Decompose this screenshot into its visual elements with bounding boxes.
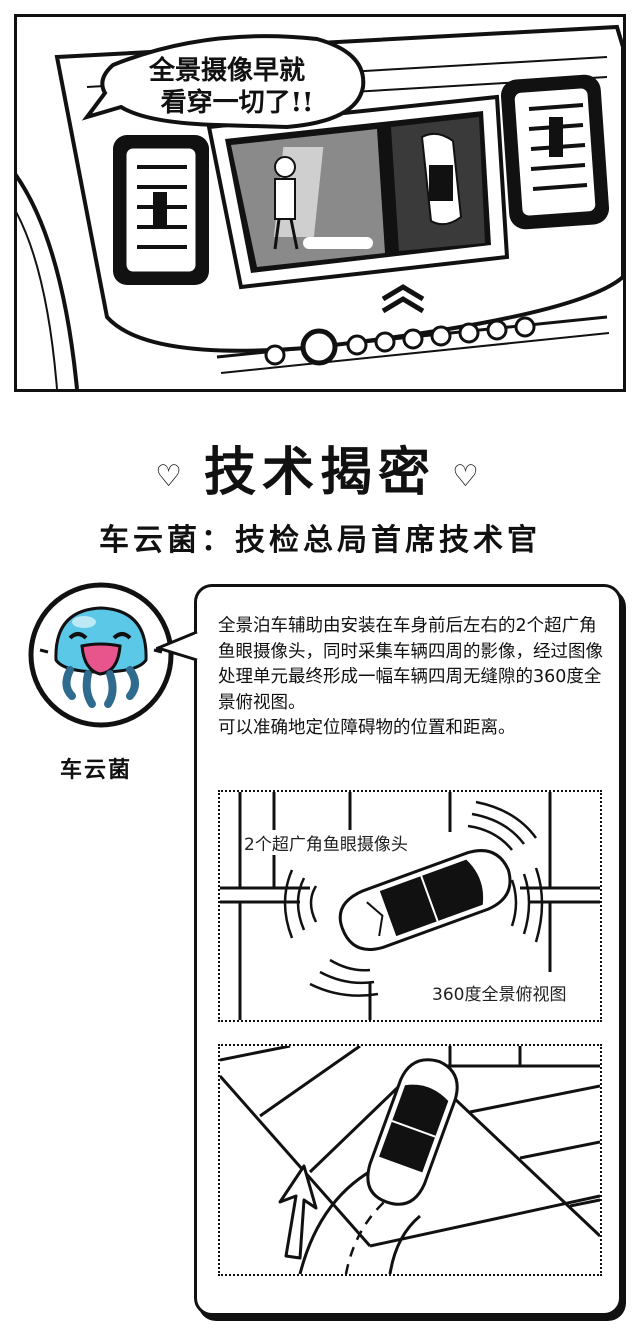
explanation-text: 全景泊车辅助由安装在车身前后左右的2个超广角鱼眼摄像头，同时采集车辆四周的影像，… — [218, 614, 610, 742]
top-view-screen — [391, 117, 485, 251]
comic-panel-dashboard: 全景摄像早就 看穿一切了!! — [14, 14, 626, 392]
mascot-name: 车云菌 — [59, 757, 132, 783]
camera-wave-lines — [283, 800, 544, 997]
label-cameras: 2个超广角鱼眼摄像头 — [242, 830, 410, 855]
control-buttons — [264, 316, 536, 366]
direction-arrow-icon — [278, 1164, 318, 1260]
diagram-top-view-cameras: 2个超广角鱼眼摄像头 360度全景俯视图 — [218, 790, 602, 1022]
label-360-view: 360度全景俯视图 — [430, 980, 569, 1005]
car-top-view — [338, 849, 512, 951]
left-air-vent — [113, 135, 209, 285]
right-air-vent — [500, 74, 610, 230]
bubble-tail — [156, 630, 200, 662]
speech-line-2: 看穿一切了!! — [161, 87, 314, 118]
dashboard-illustration: 全景摄像早就 看穿一切了!! — [17, 24, 623, 389]
parking-illustration-1 — [220, 792, 600, 1020]
heart-icon-right: ♡ — [452, 459, 485, 494]
diagram-parking-maneuver — [218, 1044, 602, 1276]
camera-view-screen — [231, 129, 385, 267]
section-title-text: 技术揭密 — [203, 442, 436, 503]
section-byline: 车云菌：技检总局首席技术官 — [99, 523, 541, 558]
jellyfish-mascot-icon — [28, 582, 174, 728]
explanation-paragraph-2: 可以准确地定位障碍物的位置和距离。 — [218, 718, 516, 738]
parking-illustration-2 — [220, 1046, 600, 1274]
mascot-avatar — [26, 580, 176, 730]
car-parking — [366, 1058, 459, 1206]
section-title: ♡ 技术揭密 ♡ — [0, 430, 640, 505]
speech-line-1: 全景摄像早就 — [148, 55, 305, 86]
heart-icon-left: ♡ — [155, 459, 188, 494]
explanation-paragraph-1: 全景泊车辅助由安装在车身前后左右的2个超广角鱼眼摄像头，同时采集车辆四周的影像，… — [218, 616, 603, 713]
comic-speech-bubble: 全景摄像早就 看穿一切了!! — [81, 34, 366, 130]
